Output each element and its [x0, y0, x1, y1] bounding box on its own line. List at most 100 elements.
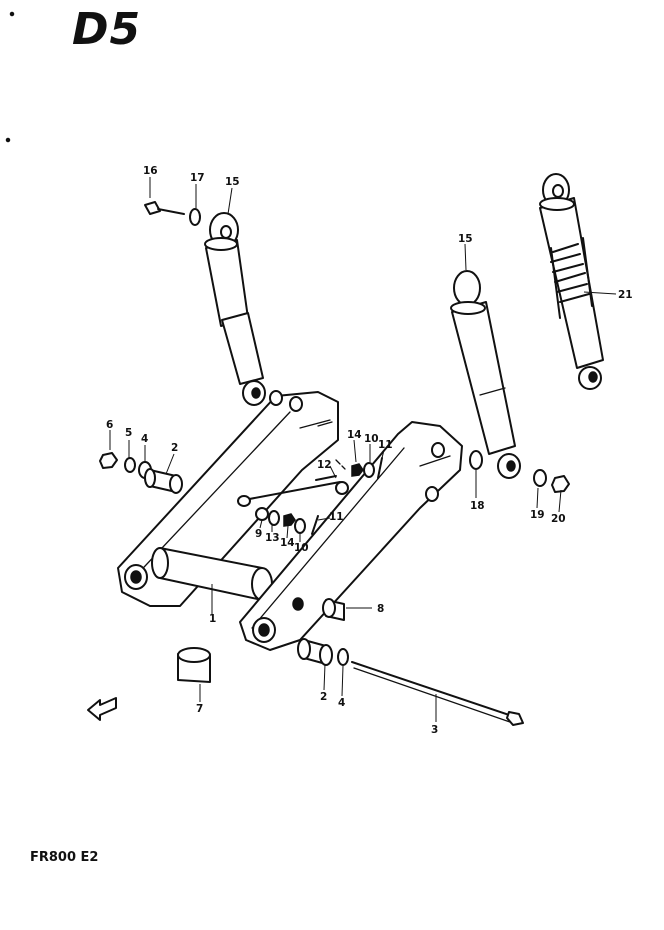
bushing-2-end	[144, 468, 156, 488]
swingarm-right-arm	[239, 421, 463, 651]
washer-4	[337, 648, 349, 666]
model-code: FR800 E2	[30, 850, 99, 865]
pivot-hardware-left	[99, 452, 183, 494]
shock-absorber-right	[450, 270, 521, 479]
callout-4b: 4	[338, 697, 345, 709]
spring-bottom-eye-hole	[588, 371, 598, 383]
bushing-2-end	[169, 474, 183, 494]
swingarm-bolt-hole	[292, 597, 304, 611]
pivot-hardware-lower	[177, 598, 524, 726]
torque-rod-hardware-upper	[315, 457, 383, 481]
callout-17: 17	[190, 172, 205, 184]
washer-13	[268, 510, 280, 526]
spring-shock-21	[539, 173, 604, 390]
leader-11a	[381, 449, 385, 459]
leader-19	[536, 487, 539, 509]
callout-5: 5	[125, 427, 132, 439]
spring-coil-sides	[550, 237, 593, 319]
torque-rod-hardware-lower	[255, 507, 319, 535]
leader-lines	[109, 177, 617, 722]
leader-21	[583, 291, 617, 295]
speck	[5, 137, 11, 143]
callout-14b: 14	[280, 537, 295, 549]
washer-9	[255, 507, 269, 521]
callout-labels: 16 17 15 15 21 6 5 4 2 14 10 11 12 18 19…	[106, 165, 633, 736]
shock-bottom-eye-hole	[251, 387, 261, 399]
spring-cap	[539, 197, 575, 211]
callout-11b: 11	[329, 511, 344, 523]
pivot-shaft-3-head	[506, 711, 524, 726]
torque-rod-eye	[237, 495, 251, 507]
callout-10a: 10	[364, 433, 379, 445]
shock-top-eye-hole	[220, 225, 232, 239]
shock-cap	[450, 301, 486, 315]
callout-6: 6	[106, 419, 113, 431]
shock-mount-stud	[269, 390, 283, 406]
bolt-shank-16	[157, 208, 185, 215]
cap-8-end	[322, 598, 336, 618]
leader-2a	[165, 453, 175, 475]
pin-12	[335, 459, 346, 470]
callout-9: 9	[255, 528, 262, 540]
torque-rod	[243, 481, 341, 501]
callout-14a: 14	[347, 429, 362, 441]
callout-16: 16	[143, 165, 158, 177]
callout-10b: 10	[294, 542, 309, 554]
pivot-shaft-3-edge	[353, 667, 511, 723]
leader-15b	[464, 243, 467, 271]
shock-mount-hardware	[469, 450, 570, 493]
callout-1: 1	[209, 613, 216, 625]
page-title: D5	[72, 4, 142, 55]
shock-lower-body	[221, 312, 264, 385]
bushing-2-end	[297, 638, 311, 660]
pivot-shaft-3	[351, 661, 513, 717]
callout-11a: 11	[378, 439, 393, 451]
callout-2b: 2	[320, 691, 327, 703]
washer-19	[533, 469, 547, 487]
washer-10	[294, 518, 306, 534]
washer-17	[189, 208, 201, 226]
callout-13: 13	[265, 532, 280, 544]
swingarm-lug	[425, 486, 439, 502]
shock-mount-stud	[431, 442, 445, 458]
leader-14b	[286, 525, 289, 539]
shock-bottom-eye-hole	[506, 460, 516, 472]
front-direction-arrow	[87, 697, 117, 721]
speck	[9, 11, 15, 17]
nut-20	[551, 475, 570, 493]
callout-4a: 4	[141, 433, 148, 445]
callout-2a: 2	[171, 442, 178, 454]
callout-3: 3	[431, 724, 438, 736]
swingarm-slot	[317, 421, 333, 427]
shock-body	[451, 301, 516, 455]
nut-6	[99, 452, 118, 469]
leader-20	[558, 489, 562, 513]
spring-top-eye-hole	[552, 184, 564, 198]
washer-18	[469, 450, 483, 470]
spring-coil	[550, 243, 590, 303]
leader-12	[329, 465, 337, 479]
cotter-pin-11	[377, 457, 383, 479]
callout-12: 12	[317, 459, 332, 471]
nut-14	[283, 513, 296, 527]
shock-upper-tube	[205, 239, 249, 327]
bushing-2-end	[319, 644, 333, 666]
swingarm-right-pivot-hole	[258, 623, 270, 637]
leader-9	[259, 519, 263, 529]
cross-tube-end	[151, 547, 169, 579]
leader-2b	[323, 663, 326, 691]
arrow-icon	[87, 697, 117, 721]
bolt-12	[315, 475, 337, 481]
shock-mount-stud	[289, 396, 303, 412]
shock-upper-cap	[204, 237, 238, 251]
shock-top-eye	[453, 270, 481, 306]
leader-11b	[317, 517, 331, 521]
shock-absorber-left	[144, 201, 266, 406]
callout-15b: 15	[458, 233, 473, 245]
torque-rod-eye	[335, 481, 349, 495]
swingarm-1	[117, 390, 463, 651]
callout-20: 20	[551, 513, 566, 525]
callout-18: 18	[470, 500, 485, 512]
leader-15a	[227, 187, 233, 215]
